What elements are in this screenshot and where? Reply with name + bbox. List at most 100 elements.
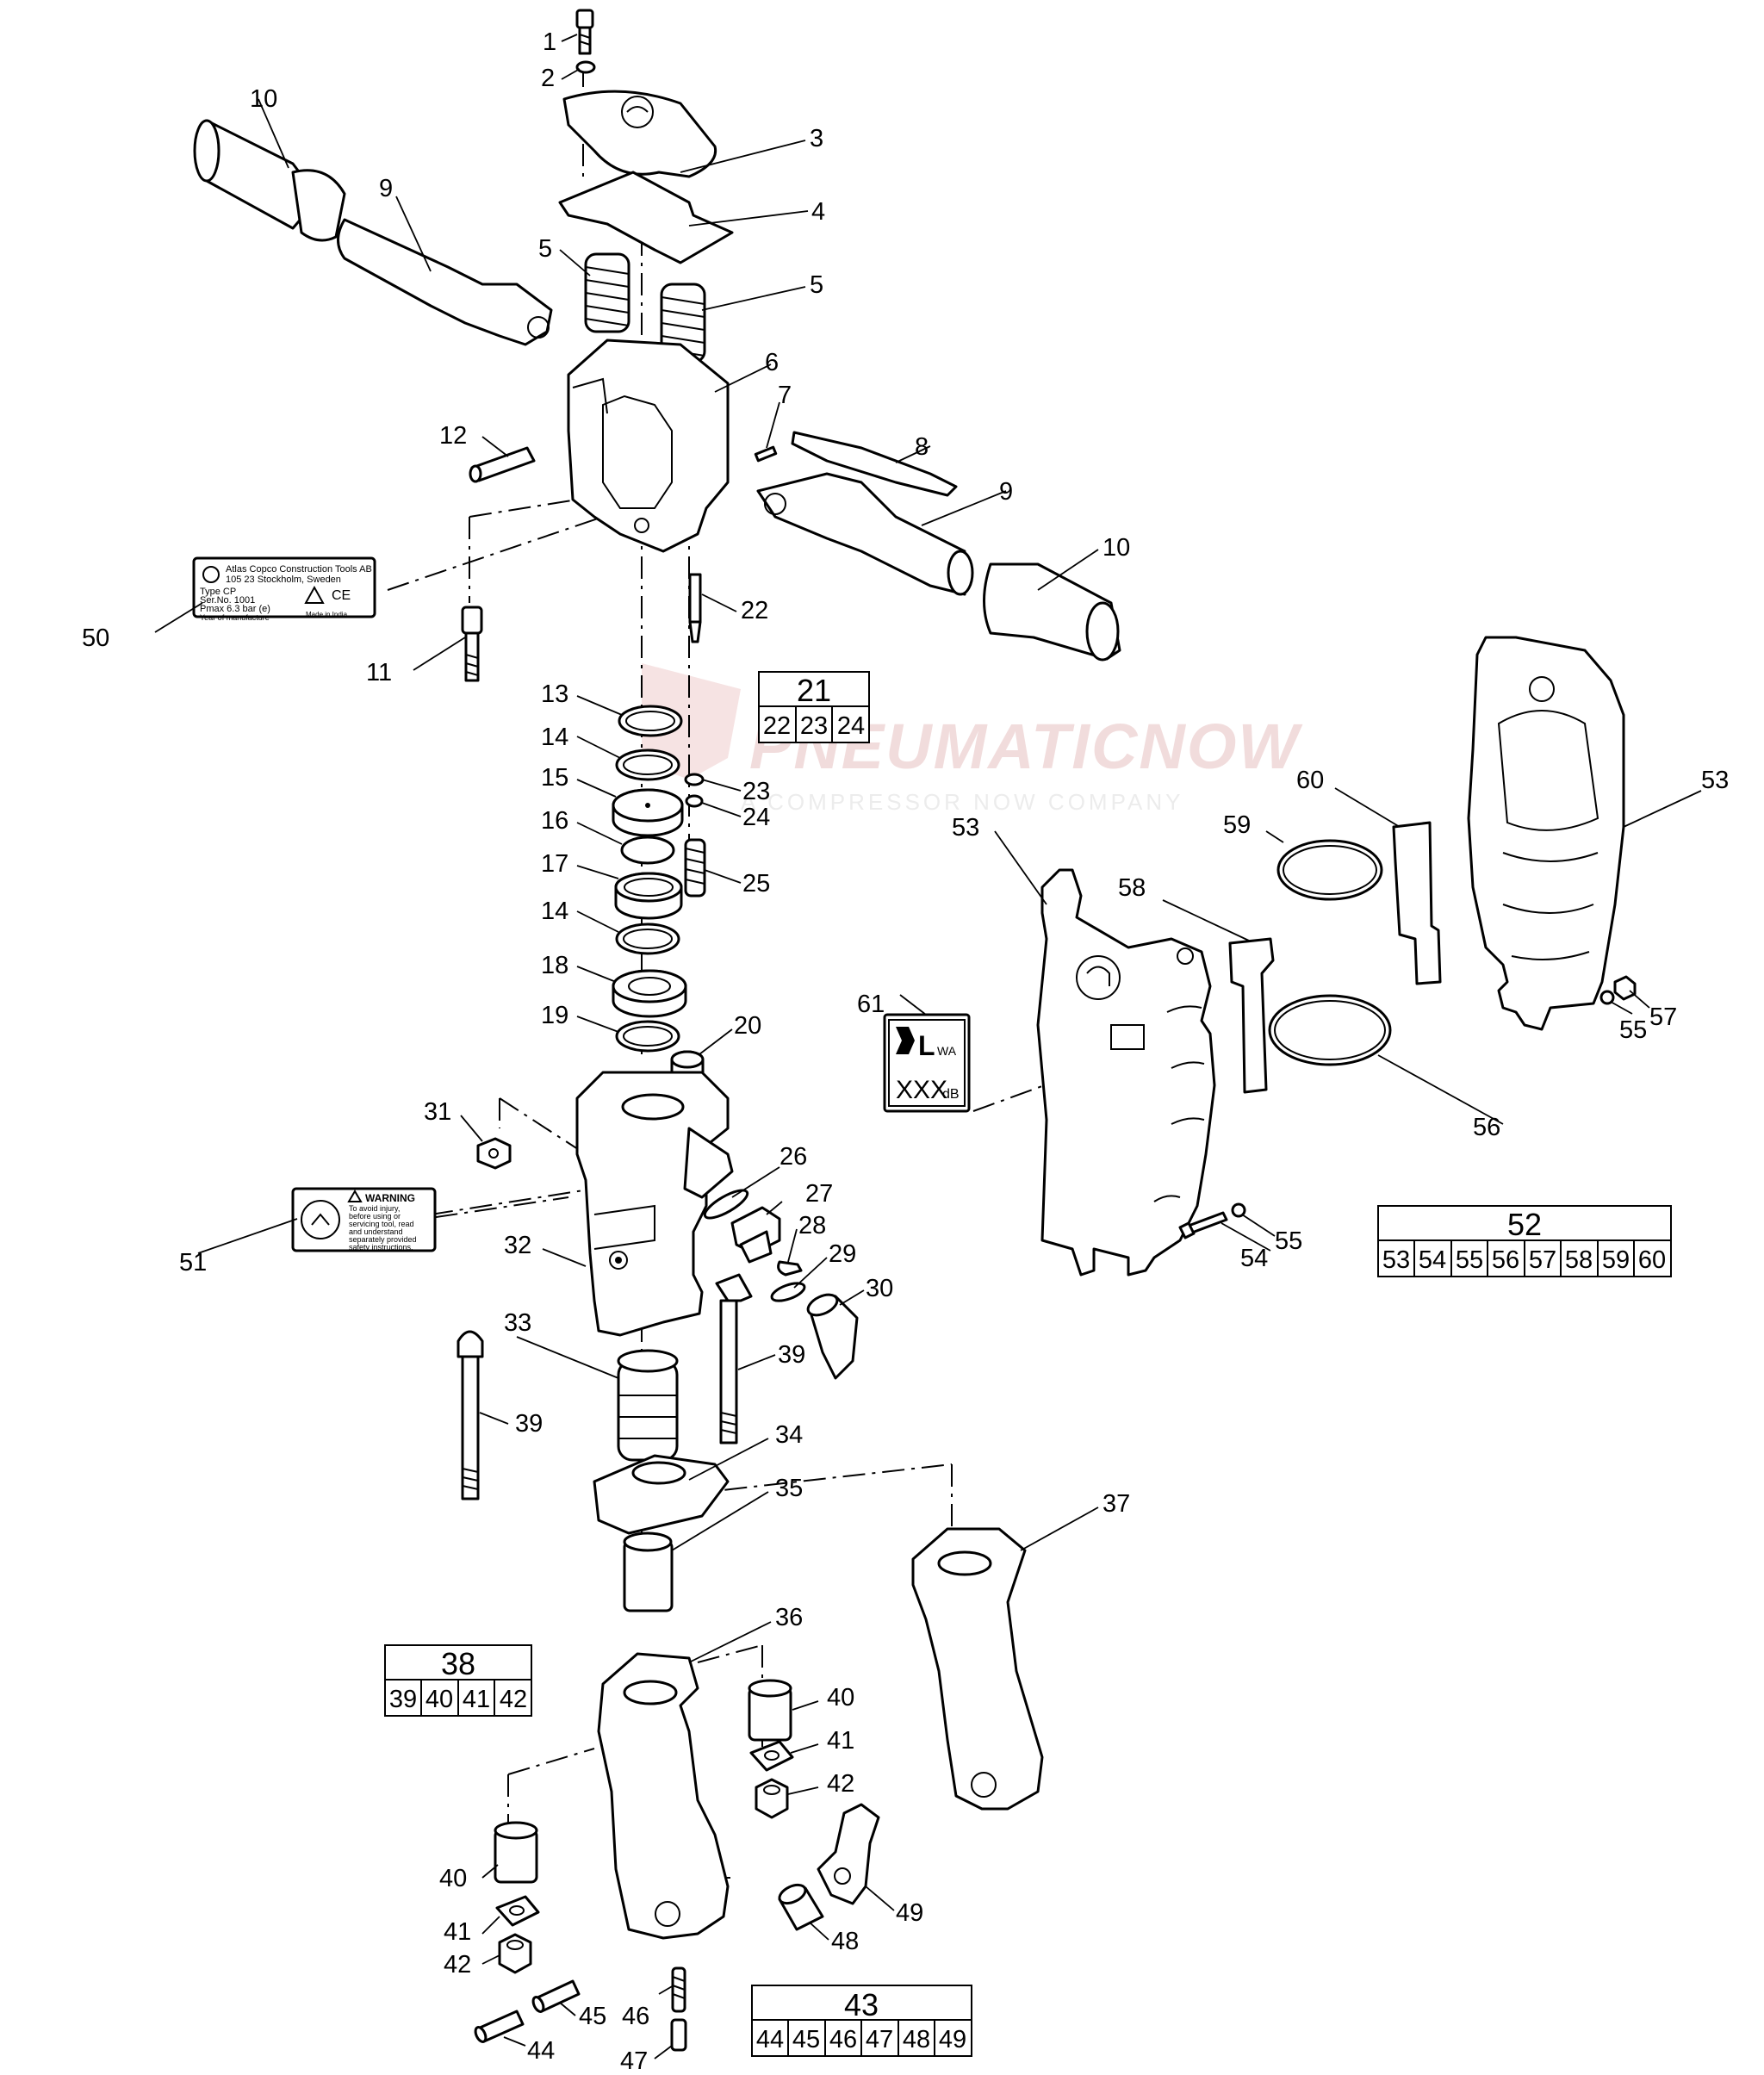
data-plate-label: Atlas Copco Construction Tools AB 105 23… xyxy=(192,556,376,622)
noise-symbol-icon xyxy=(896,1027,915,1054)
callout-44: 44 xyxy=(527,2037,555,2065)
callout-19: 19 xyxy=(541,1002,568,1029)
svg-text:40: 40 xyxy=(425,1686,453,1713)
svg-text:57: 57 xyxy=(1529,1246,1556,1274)
svg-text:22: 22 xyxy=(763,712,791,740)
part-33-buffer xyxy=(617,1349,679,1462)
warning-triangle-icon-2 xyxy=(347,1190,363,1202)
svg-text:49: 49 xyxy=(939,2026,966,2053)
part-1-screw xyxy=(575,9,594,55)
svg-text:60: 60 xyxy=(1638,1246,1666,1274)
svg-text:safety instructions.: safety instructions. xyxy=(349,1243,413,1252)
callout-36: 36 xyxy=(775,1604,803,1631)
part-41-washer-lower xyxy=(495,1895,540,1927)
callout-13: 13 xyxy=(541,680,568,708)
svg-text:Type CP: Type CP xyxy=(200,587,236,597)
part-49-latch xyxy=(817,1803,880,1905)
part-39-tie-bolt-left xyxy=(457,1330,484,1500)
svg-text:and understand: and understand xyxy=(349,1227,403,1236)
callout-41b: 41 xyxy=(444,1918,471,1946)
part-18-valve-seat xyxy=(612,969,687,1018)
callout-46: 46 xyxy=(622,2003,649,2030)
callout-22: 22 xyxy=(741,597,768,624)
callout-numbers: 1 2 3 4 5 5 6 7 8 9 9 10 10 11 12 13 14 … xyxy=(82,28,1729,2075)
part-37-front-head-alt xyxy=(911,1527,1044,1811)
callout-55a: 55 xyxy=(1275,1227,1302,1255)
callout-7: 7 xyxy=(778,382,792,409)
callout-6: 6 xyxy=(765,349,779,376)
part-36-front-head xyxy=(597,1652,730,1940)
svg-text:Atlas Copco Construction Tools: Atlas Copco Construction Tools AB xyxy=(226,564,372,575)
svg-text:21: 21 xyxy=(797,673,831,708)
part-56-seal-ring xyxy=(1268,994,1392,1066)
part-2-washer xyxy=(575,60,596,74)
callout-14a: 14 xyxy=(541,724,568,751)
callout-48: 48 xyxy=(831,1928,859,1955)
cp-logo-icon xyxy=(1076,955,1121,1000)
callout-32: 32 xyxy=(504,1232,531,1259)
svg-text:Made in India: Made in India xyxy=(306,611,348,618)
part-15-valve-disc xyxy=(612,788,684,837)
part-7-pin xyxy=(754,445,778,463)
part-23-ball xyxy=(684,773,705,786)
callout-60: 60 xyxy=(1296,767,1324,794)
part-42-nut-lower xyxy=(498,1933,532,1974)
svg-text:54: 54 xyxy=(1419,1246,1446,1274)
svg-text:before using or: before using or xyxy=(349,1212,401,1221)
callout-57: 57 xyxy=(1649,1003,1677,1031)
warning-label: WARNING To avoid injury, before using or… xyxy=(291,1187,437,1252)
part-28-retaining-ring xyxy=(777,1260,803,1277)
callout-8: 8 xyxy=(915,433,929,461)
watermark-brand: PNEUMATICNOW xyxy=(749,711,1303,782)
callout-28: 28 xyxy=(798,1212,826,1239)
part-29-o-ring xyxy=(770,1282,806,1302)
callout-24: 24 xyxy=(742,804,770,831)
part-9-handle-left xyxy=(337,218,553,346)
callout-31: 31 xyxy=(424,1098,451,1126)
svg-text:53: 53 xyxy=(1382,1246,1410,1274)
svg-text:Year of manufacture: Year of manufacture xyxy=(200,613,270,622)
callout-34: 34 xyxy=(775,1421,803,1449)
part-10-grip-left xyxy=(193,119,346,242)
part-8-lever xyxy=(791,431,958,497)
callout-9a: 9 xyxy=(379,175,393,202)
part-58-damper xyxy=(1228,937,1275,1094)
part-47-plunger xyxy=(670,2018,687,2052)
callout-26: 26 xyxy=(780,1143,807,1171)
callout-54: 54 xyxy=(1240,1245,1268,1272)
part-40-buffer-lower xyxy=(494,1821,538,1884)
svg-text:47: 47 xyxy=(866,2026,893,2053)
watermark-logo-icon xyxy=(642,663,741,780)
part-45-pin xyxy=(531,1979,581,2013)
callout-12: 12 xyxy=(439,422,467,450)
svg-text:55: 55 xyxy=(1456,1246,1483,1274)
part-40-buffer-upper xyxy=(748,1679,792,1742)
callout-1: 1 xyxy=(543,28,556,56)
callout-61: 61 xyxy=(857,991,885,1018)
part-26-o-ring xyxy=(703,1189,749,1220)
warning-triangle-icon xyxy=(304,585,325,604)
callout-5b: 5 xyxy=(810,271,823,299)
svg-text:52: 52 xyxy=(1507,1207,1542,1242)
callout-51: 51 xyxy=(179,1249,207,1277)
part-53-muffler-rear xyxy=(1467,636,1625,1031)
svg-text:L: L xyxy=(918,1030,935,1061)
callout-58: 58 xyxy=(1118,874,1146,902)
callout-14b: 14 xyxy=(541,898,568,925)
kit-table-38: 38 39 40 41 42 xyxy=(384,1644,532,1717)
part-3-top-cover xyxy=(562,90,717,178)
callout-20: 20 xyxy=(734,1012,761,1040)
svg-text:42: 42 xyxy=(500,1686,527,1713)
callout-30: 30 xyxy=(866,1275,893,1302)
callout-16: 16 xyxy=(541,807,568,835)
part-55-washer-rear xyxy=(1599,990,1615,1005)
callout-50: 50 xyxy=(82,624,109,652)
callout-39b: 39 xyxy=(778,1341,805,1369)
callout-3: 3 xyxy=(810,125,823,152)
watermark-tagline: A COMPRESSOR NOW COMPANY xyxy=(741,789,1183,815)
part-9-handle-right xyxy=(756,472,974,596)
kit-table-52: 52 53 54 55 56 57 58 59 60 xyxy=(1377,1205,1672,1277)
part-35-front-bushing xyxy=(623,1531,674,1612)
svg-text:CE: CE xyxy=(332,588,351,603)
callout-18: 18 xyxy=(541,952,568,979)
